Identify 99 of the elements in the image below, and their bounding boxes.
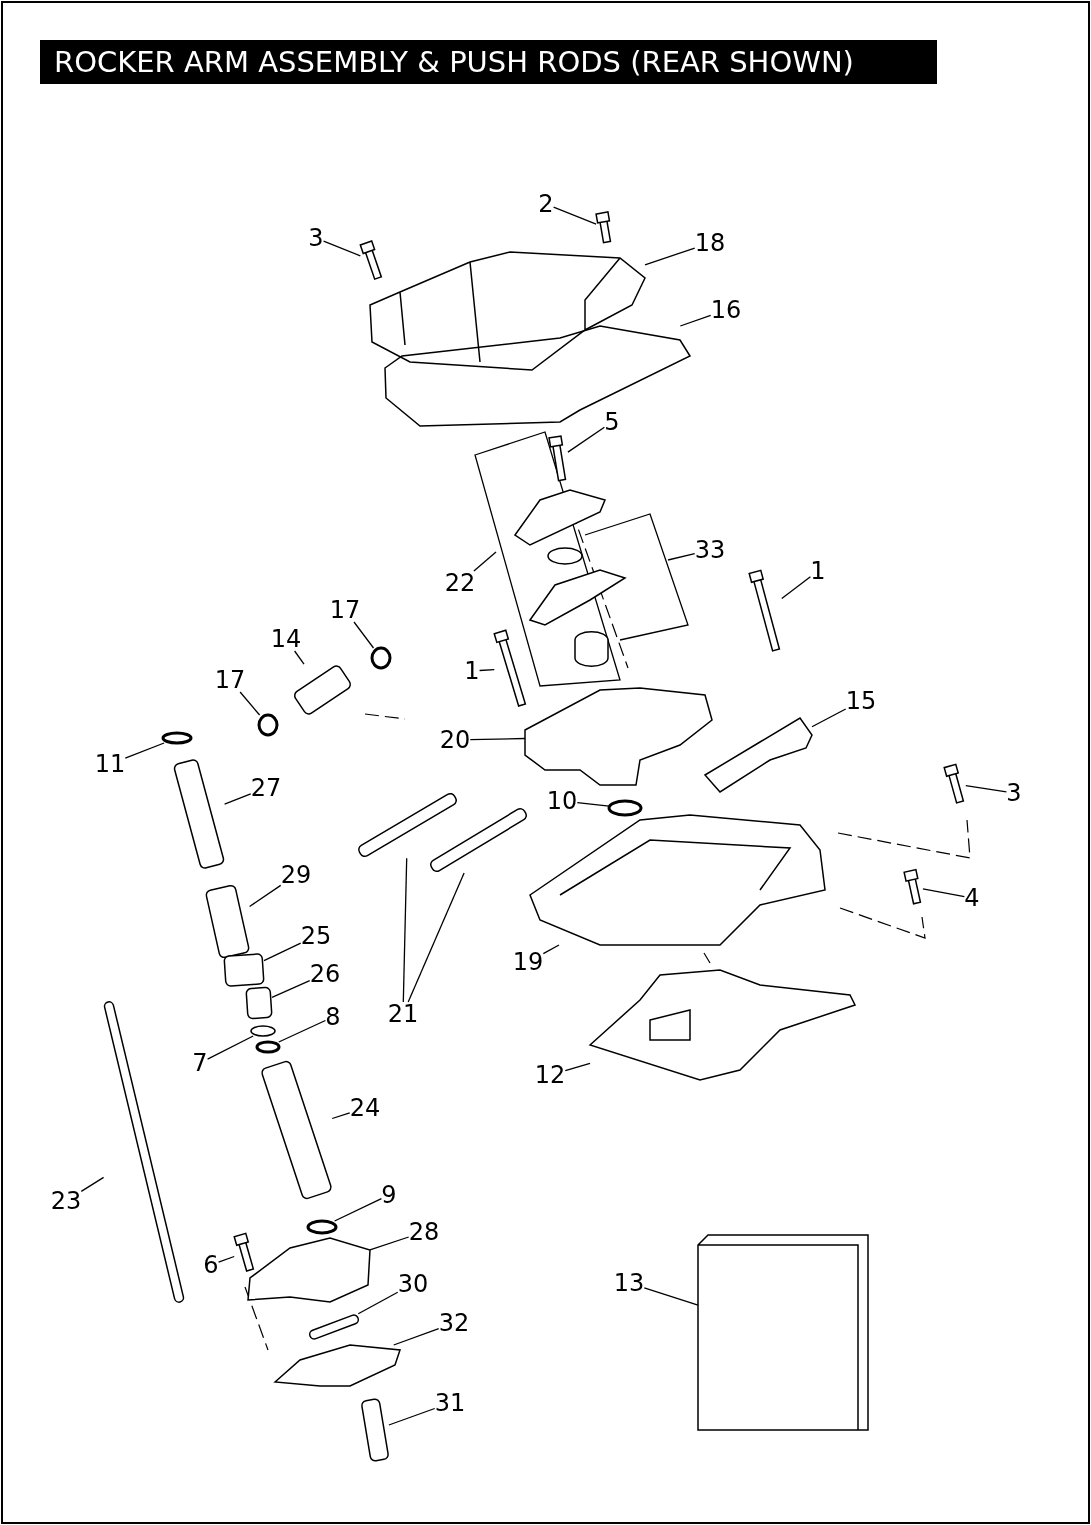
rocker-base-drawing: [529, 814, 826, 946]
leader-line: [388, 1407, 436, 1426]
callout-number: 26: [309, 962, 341, 986]
leader-line: [922, 888, 966, 898]
callout-number: 1: [810, 559, 826, 583]
o-ring-drawing: [255, 1040, 281, 1054]
callout-number: 8: [325, 1005, 341, 1029]
leader-line: [293, 650, 305, 665]
leader-line: [478, 668, 495, 672]
leader-line: [567, 426, 606, 453]
callout-number: 31: [434, 1391, 466, 1415]
package-drawing: [697, 1234, 869, 1431]
callout-number: 3: [308, 226, 324, 250]
bolt-drawing: [595, 211, 612, 244]
callout-number: 4: [964, 886, 980, 910]
leader-line: [811, 708, 847, 728]
leader-line: [469, 737, 526, 741]
leader-line: [679, 314, 712, 327]
bolt-drawing: [493, 629, 527, 707]
leader-line: [217, 1255, 235, 1263]
leader-line: [402, 857, 408, 1003]
leader-line: [263, 942, 302, 962]
callout-number: 29: [280, 863, 312, 887]
leader-line: [333, 1197, 383, 1222]
spring-drawing: [245, 986, 273, 1020]
callout-number: 1: [464, 659, 480, 683]
bushing-drawing: [257, 713, 279, 737]
tappet-cover-drawing: [247, 1237, 371, 1303]
leader-line: [576, 802, 610, 807]
callout-number: 20: [439, 728, 471, 752]
callout-number: 13: [613, 1271, 645, 1295]
callout-number: 23: [50, 1189, 82, 1213]
bolt-drawing: [233, 1232, 255, 1272]
callout-number: 3: [1006, 781, 1022, 805]
callout-number: 18: [694, 231, 726, 255]
leader-line: [223, 793, 252, 805]
bolt-drawing: [548, 435, 567, 482]
callout-number: 5: [604, 410, 620, 434]
callout-number: 21: [387, 1002, 419, 1026]
leader-line: [206, 1035, 254, 1060]
callout-number: 17: [214, 668, 246, 692]
o-ring-drawing: [607, 799, 643, 817]
rocker-arm-drawing: [703, 717, 813, 793]
callout-number: 30: [397, 1272, 429, 1296]
leader-line: [644, 247, 696, 266]
callout-number: 32: [438, 1311, 470, 1335]
leader-line: [248, 884, 282, 908]
leader-line: [965, 784, 1008, 793]
leader-line: [239, 691, 261, 716]
gasket-drawing: [588, 969, 857, 1081]
gasket-drawing: [273, 1344, 401, 1387]
leader-line: [124, 742, 165, 759]
callout-number: 24: [349, 1096, 381, 1120]
bolt-drawing: [943, 763, 965, 804]
callout-number: 17: [329, 598, 361, 622]
leader-line: [353, 621, 375, 649]
leader-line: [80, 1176, 105, 1193]
rocker-cover-drawing: [369, 251, 646, 371]
bolt-drawing: [748, 569, 781, 652]
callout-number: 33: [694, 538, 726, 562]
leader-line: [564, 1062, 591, 1072]
callout-number: 11: [94, 752, 126, 776]
callout-number: 19: [512, 950, 544, 974]
callout-number: 15: [845, 689, 877, 713]
callout-number: 6: [203, 1253, 219, 1277]
leader-line: [542, 944, 560, 955]
o-ring-drawing: [306, 1219, 338, 1235]
callout-number: 2: [538, 192, 554, 216]
leader-line: [357, 1291, 399, 1315]
callout-number: 12: [534, 1063, 566, 1087]
callout-number: 28: [408, 1220, 440, 1244]
callout-number: 10: [546, 789, 578, 813]
washer-drawing: [250, 1025, 276, 1037]
leader-line: [781, 576, 812, 600]
leader-line: [331, 1112, 351, 1120]
callout-number: 25: [300, 924, 332, 948]
bolt-drawing: [903, 868, 922, 905]
leader-line: [369, 1236, 410, 1251]
callout-number: 14: [270, 627, 302, 651]
leader-line: [278, 1019, 327, 1043]
callout-number: 7: [192, 1051, 208, 1075]
callout-number: 22: [444, 571, 476, 595]
callout-number: 16: [710, 298, 742, 322]
leader-line: [667, 552, 696, 561]
leader-line: [322, 240, 361, 257]
leader-line: [407, 872, 465, 1003]
leader-line: [552, 206, 597, 225]
callout-number: 27: [250, 776, 282, 800]
leader-line: [643, 1287, 699, 1306]
leader-line: [393, 1327, 440, 1346]
leader-line: [271, 980, 311, 998]
cup-drawing: [223, 953, 265, 987]
bushing-drawing: [370, 646, 392, 670]
o-ring-drawing: [161, 731, 193, 745]
leader-line: [473, 551, 497, 572]
bolt-drawing: [359, 240, 383, 281]
rocker-support-drawing: [524, 687, 713, 786]
title-banner: ROCKER ARM ASSEMBLY & PUSH RODS (REAR SHOWN): [40, 40, 937, 84]
callout-number: 9: [381, 1183, 397, 1207]
